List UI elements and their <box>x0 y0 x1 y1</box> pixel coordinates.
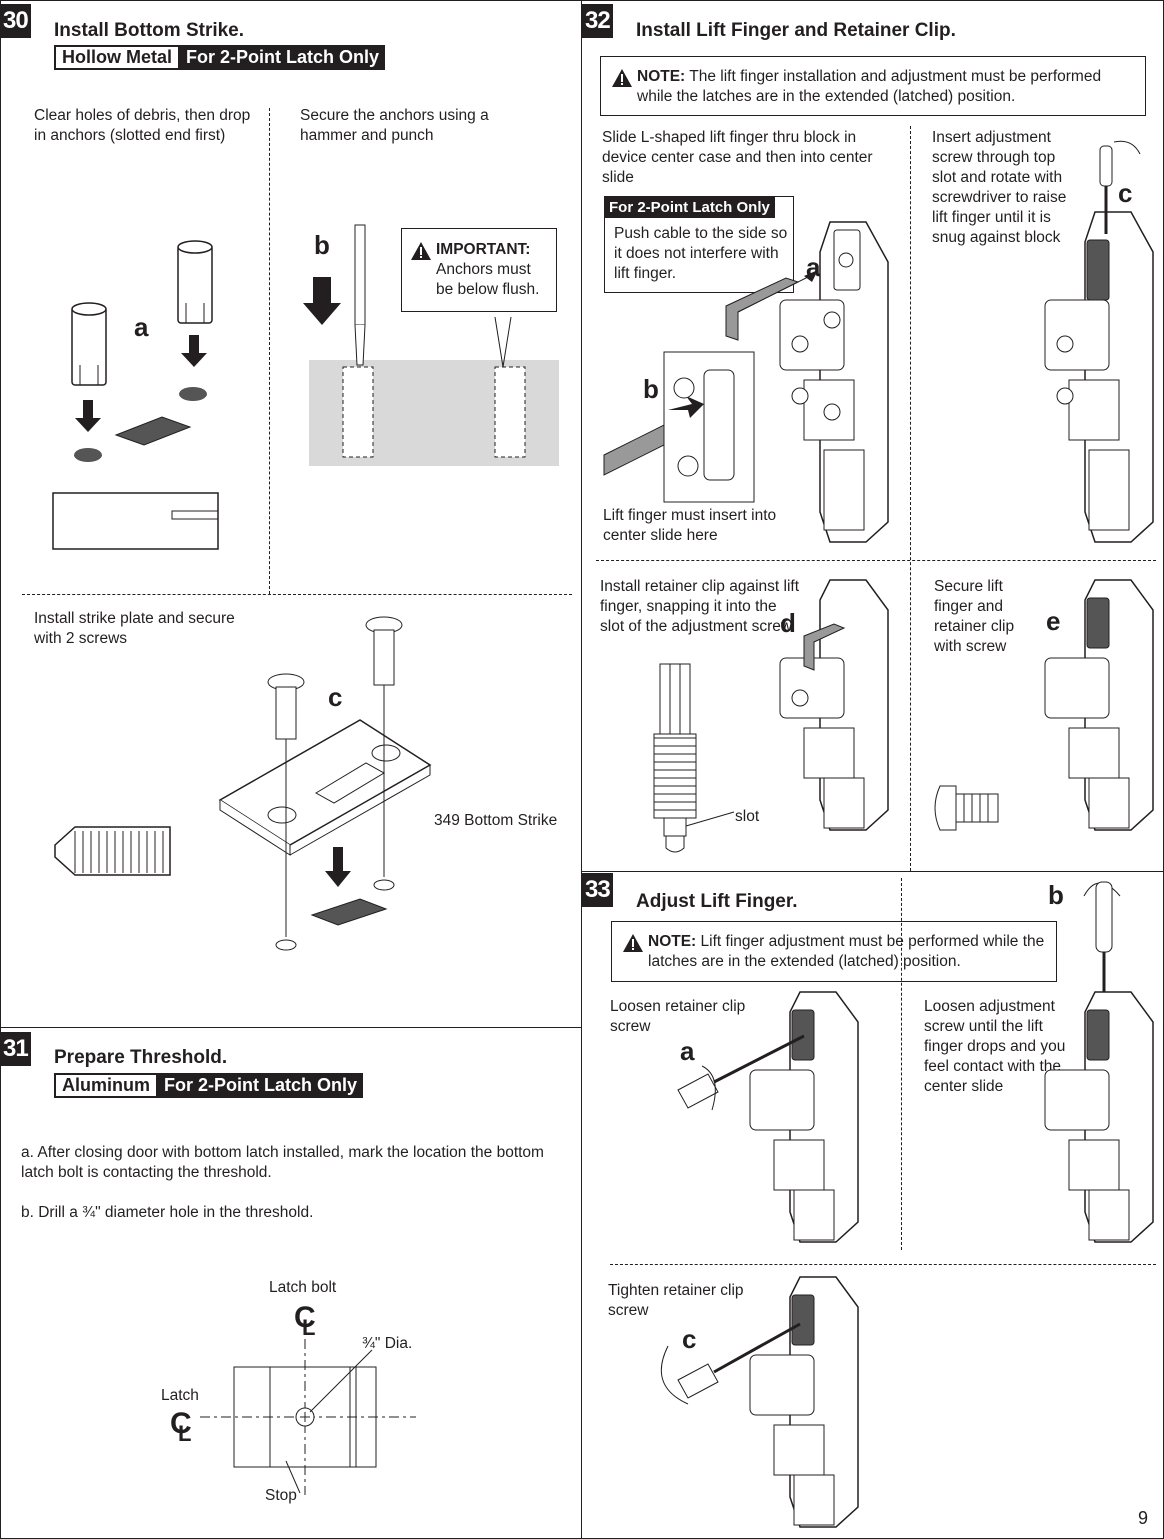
step33-letter-a: a <box>680 1036 695 1066</box>
dash-33-horizontal <box>610 1264 1156 1265</box>
device-illustration-33b <box>1044 991 1154 1243</box>
important-text: Anchors must be below flush. <box>436 261 540 298</box>
center-divider <box>581 0 582 1539</box>
step31-line-b: b. Drill a ¾" diameter hole in the thres… <box>21 1204 314 1221</box>
step33-letter-b: b <box>1048 880 1064 910</box>
tag-aluminum: Aluminum <box>54 1073 158 1098</box>
screwdriver-icon <box>1099 140 1141 234</box>
step31-divider <box>0 1027 582 1028</box>
warning-icon <box>612 69 632 87</box>
slot-label: slot <box>735 808 760 825</box>
step33-text-b: Loosen adjustment screw until the lift f… <box>924 998 1066 1095</box>
step32-text-e: Secure lift finger and retainer clip wit… <box>934 578 1015 655</box>
svg-text:C: C <box>170 1407 192 1440</box>
lift-finger-illustration <box>725 270 818 341</box>
step31-line-a: a. After closing door with bottom latch … <box>21 1144 544 1181</box>
device-illustration-32c <box>1044 211 1154 543</box>
step32-letter-d: d <box>780 608 796 638</box>
important-label: IMPORTANT: <box>436 241 531 258</box>
dash-30-vertical <box>269 108 270 594</box>
step33-letter-c: c <box>682 1324 697 1354</box>
step30-text-c: Install strike plate and secure with 2 s… <box>34 610 235 647</box>
insert-detail-illustration <box>603 351 755 503</box>
svg-text:C: C <box>294 1301 316 1334</box>
step31-tag: Aluminum For 2-Point Latch Only <box>54 1073 364 1098</box>
strike-plate-illustration <box>54 616 432 951</box>
step30-text-a: Clear holes of debris, then drop in anch… <box>34 107 251 144</box>
latch-label: Latch <box>161 1387 199 1404</box>
cable-box-header: For 2-Point Latch Only <box>604 197 775 218</box>
step33-title: Adjust Lift Finger. <box>636 891 798 912</box>
screwdriver-icon <box>660 1322 801 1405</box>
dia-label: ¾" Dia. <box>362 1335 413 1352</box>
step33-text-c: Tighten retainer clip screw <box>608 1282 744 1319</box>
page-number: 9 <box>1138 1508 1149 1528</box>
adjustment-screw-illustration <box>653 663 735 853</box>
retainer-screw-illustration <box>934 785 999 831</box>
latch-bolt-label: Latch bolt <box>269 1279 337 1296</box>
step-number-30: 30 <box>0 4 31 38</box>
stop-label: Stop <box>265 1487 297 1504</box>
tag-2point: For 2-Point Latch Only <box>180 45 386 70</box>
punch-illustration <box>303 224 559 466</box>
step30-letter-c: c <box>328 682 343 712</box>
step30-tag: Hollow Metal For 2-Point Latch Only <box>54 45 386 70</box>
warning-icon <box>411 242 431 260</box>
step33-divider <box>581 871 1164 872</box>
anchors-illustration <box>52 240 219 550</box>
device-illustration-33c <box>749 1276 859 1528</box>
step-number-31: 31 <box>0 1032 31 1066</box>
device-illustration-32d <box>779 579 889 831</box>
step32-note: NOTE: The lift finger installation and a… <box>600 56 1146 116</box>
note-label: NOTE: <box>637 68 686 85</box>
step32-letter-e: e <box>1046 606 1061 636</box>
strike-label: 349 Bottom Strike <box>434 812 558 829</box>
dash-32-vertical <box>910 126 911 871</box>
step-number-32: 32 <box>582 4 613 38</box>
note-label: NOTE: <box>648 933 697 950</box>
svg-text:L: L <box>302 1315 315 1340</box>
step30-text-b: Secure the anchors using a hammer and pu… <box>300 107 489 144</box>
note-text: The lift finger installation and adjustm… <box>637 68 1102 105</box>
step32-text-c: Insert adjustment screw through top slot… <box>932 129 1067 246</box>
dash-33-vertical <box>901 878 902 1250</box>
step32-title: Install Lift Finger and Retainer Clip. <box>636 20 956 41</box>
step33-text-a: Loosen retainer clip screw <box>610 998 746 1035</box>
cable-box-text: Push cable to the side so it does not in… <box>614 225 788 282</box>
note-text: Lift finger adjustment must be performed… <box>648 933 1045 970</box>
step-number-33: 33 <box>582 873 613 907</box>
step32-letter-c: c <box>1118 178 1133 208</box>
tag-hollow-metal: Hollow Metal <box>54 45 181 70</box>
step32-text-d: Install retainer clip against lift finge… <box>600 578 800 635</box>
step32-text-b: Lift finger must insert into center slid… <box>603 507 777 544</box>
important-callout: IMPORTANT: Anchors must be below flush. <box>401 228 557 312</box>
step33-note: NOTE: Lift finger adjustment must be per… <box>611 921 1057 982</box>
device-illustration-32a <box>779 221 889 543</box>
dash-32-horizontal <box>596 560 1156 561</box>
svg-text:L: L <box>178 1421 191 1446</box>
cable-box <box>604 196 794 293</box>
step31-title: Prepare Threshold. <box>54 1047 228 1068</box>
screwdriver-icon <box>677 1034 805 1111</box>
step32-text-a: Slide L-shaped lift finger thru block in… <box>602 129 873 186</box>
step30-letter-a: a <box>134 312 149 342</box>
device-illustration-32e <box>1044 579 1154 831</box>
step30-letter-b: b <box>314 230 330 260</box>
dash-30-horizontal <box>22 594 572 595</box>
device-illustration-33a <box>749 991 859 1243</box>
threshold-diagram: C L C L <box>170 1301 416 1495</box>
step32-letter-b: b <box>643 374 659 404</box>
step30-title: Install Bottom Strike. <box>54 20 245 41</box>
tag-2point: For 2-Point Latch Only <box>158 1073 364 1098</box>
warning-icon <box>623 934 643 952</box>
